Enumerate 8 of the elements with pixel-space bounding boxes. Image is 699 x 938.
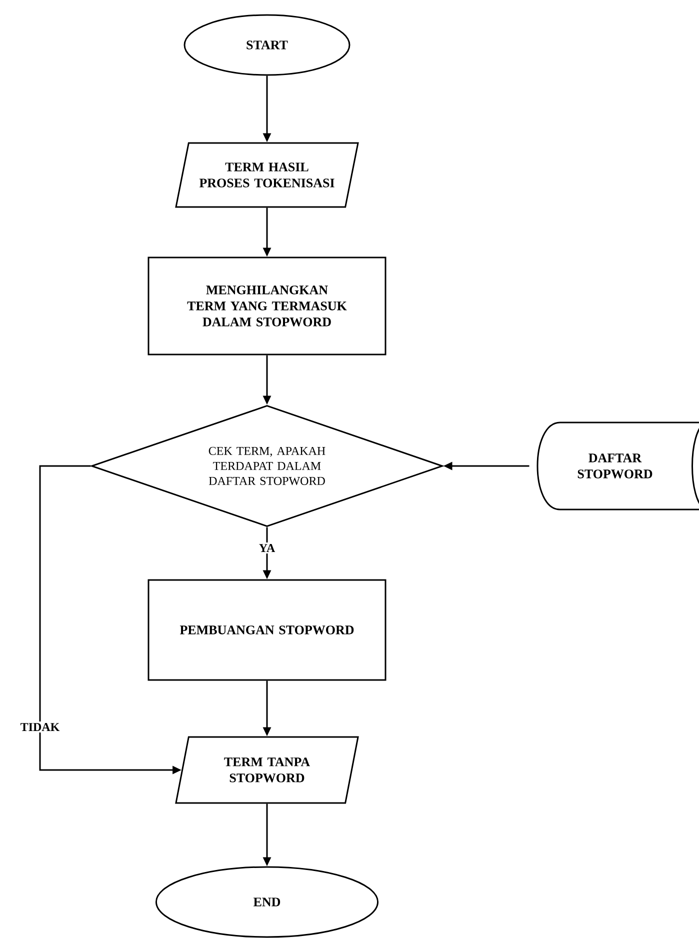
process-box: PEMBUANGAN STOPWORD	[148, 579, 386, 681]
edge-label: YA	[257, 542, 277, 554]
end-terminator: END	[155, 866, 379, 938]
output-parallelogram: TERM TANPA STOPWORD	[175, 736, 359, 804]
edge-label: TIDAK	[18, 722, 62, 732]
process-box: MENGHILANGKAN TERM YANG TERMASUK DALAM STOPWORD	[148, 256, 386, 356]
start-terminator: START	[184, 14, 350, 76]
input-parallelogram: TERM HASIL PROSES TOKENISASI	[175, 142, 359, 208]
